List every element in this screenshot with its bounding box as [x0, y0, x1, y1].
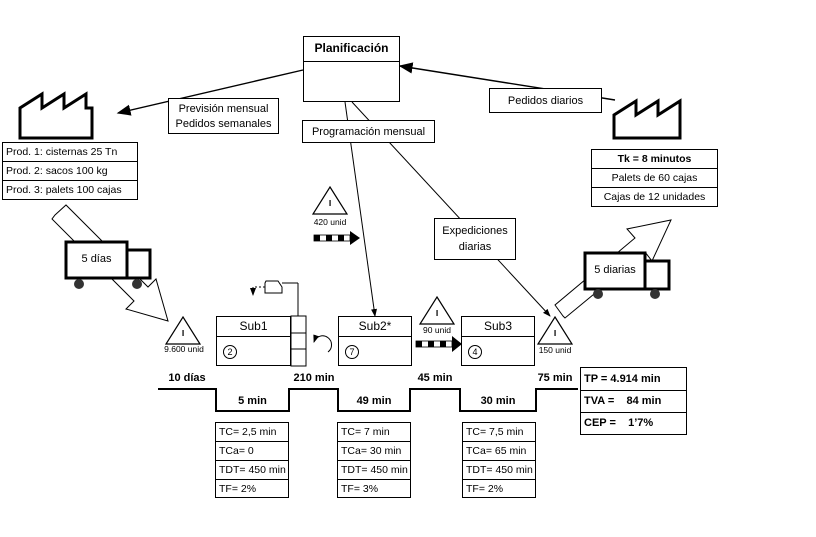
monthly-programming-label: Programación mensual — [311, 126, 426, 138]
daily-shipments-line1: Expediciones — [442, 225, 508, 237]
process-name: Sub1 — [217, 317, 290, 337]
monthly-programming-box: Programación mensual — [302, 120, 435, 143]
process-data-sub2: TC= 7 min TCa= 30 min TDT= 450 min TF= 3… — [337, 422, 411, 498]
operator-icon: 2 — [223, 345, 237, 359]
process-data-tdt: TDT= 450 min — [338, 461, 410, 480]
inventory-2-symbol: I — [328, 198, 332, 208]
timeline-process-time-1: 5 min — [238, 395, 267, 407]
customer-data-box: Tk = 8 minutos Palets de 60 cajas Cajas … — [591, 149, 718, 207]
process-data-tf: TF= 2% — [466, 483, 504, 495]
operator-icon: 4 — [468, 345, 482, 359]
forecast-message-line2: Pedidos semanales — [175, 118, 272, 130]
customer-truck-wheel — [593, 289, 603, 299]
customer-pallets: Palets de 60 cajas — [592, 169, 717, 188]
process-name: Sub2* — [339, 317, 411, 337]
process-data-tca: TCa= 30 min — [338, 442, 410, 461]
inventory-1-symbol: I — [181, 328, 185, 338]
timeline-wait-2: 210 min — [293, 372, 335, 384]
process-data-tdt: TDT= 450 min — [463, 461, 535, 480]
process-data-tc: TC= 7,5 min — [463, 423, 535, 442]
planning-title: Planificación — [304, 37, 399, 62]
summary-box: TP = 4.914 min TVA = 84 min CEP = 1’7% — [580, 367, 687, 435]
process-data-tf: TF= 2% — [219, 483, 257, 495]
customer-truck-cab — [643, 259, 671, 291]
daily-orders-label: Pedidos diarios — [507, 95, 584, 107]
customer-takt-time: Tk = 8 minutos — [592, 150, 717, 169]
timeline-process-time-2: 49 min — [356, 395, 392, 407]
inventory-3-symbol: I — [435, 308, 439, 318]
push-arrow-icon — [415, 336, 462, 352]
customer-factory-icon — [612, 98, 682, 140]
inventory-1-qty: 9.600 unid — [164, 344, 204, 354]
push-arrow-icon — [313, 231, 360, 245]
daily-orders-box: Pedidos diarios — [489, 88, 602, 113]
supplier-truck-cab — [125, 248, 152, 280]
supplier-factory-icon — [18, 91, 94, 140]
forecast-message-line1: Previsión mensual — [178, 103, 269, 115]
supplier-truck-wheel — [74, 279, 84, 289]
supplier-product-1: Prod. 1: cisternas 25 Tn — [3, 143, 137, 162]
supplier-data-box: Prod. 1: cisternas 25 Tn Prod. 2: sacos … — [2, 142, 138, 200]
process-data-sub1: TC= 2,5 min TCa= 0 TDT= 450 min TF= 2% — [215, 422, 289, 498]
withdrawal-arrow-icon — [313, 334, 332, 353]
customer-truck-body — [583, 251, 647, 291]
inventory-triangle-icon — [418, 295, 456, 325]
inventory-2-qty: 420 unid — [313, 217, 347, 227]
forecast-message-box: Previsión mensual Pedidos semanales — [168, 98, 279, 134]
timeline-wait-1: 10 días — [168, 372, 206, 384]
process-data-sub3: TC= 7,5 min TCa= 65 min TDT= 450 min TF=… — [462, 422, 536, 498]
operator-icon: 7 — [345, 345, 359, 359]
inventory-triangle-icon — [164, 315, 202, 345]
process-box-sub3: Sub3 4 — [461, 316, 535, 366]
customer-boxes: Cajas de 12 unidades — [603, 191, 706, 203]
process-data-tf: TF= 3% — [341, 483, 379, 495]
process-data-tdt: TDT= 450 min — [216, 461, 288, 480]
supplier-truck-label: 5 días — [81, 253, 112, 265]
customer-truck-label: 5 diarias — [594, 264, 636, 276]
inventory-triangle-icon — [536, 315, 574, 345]
inventory-4-symbol: I — [553, 328, 557, 338]
inventory-triangle-icon — [311, 185, 349, 215]
supplier-product-2: Prod. 2: sacos 100 kg — [3, 162, 137, 181]
process-box-sub1: Sub1 2 — [216, 316, 291, 366]
timeline-wait-3: 45 min — [417, 372, 453, 384]
timeline-process-time-3: 30 min — [480, 395, 516, 407]
summary-value-added-time: TVA = 84 min — [581, 391, 686, 413]
supplier-truck-wheel — [132, 279, 142, 289]
daily-shipments-line2: diarias — [458, 241, 492, 253]
planning-box: Planificación — [303, 36, 400, 102]
customer-truck-wheel — [650, 289, 660, 299]
inventory-3-qty: 90 unid — [423, 325, 451, 335]
timeline-wait-4: 75 min — [537, 372, 573, 384]
process-data-tca: TCa= 65 min — [463, 442, 535, 461]
info-arrow-to-supplier — [116, 69, 304, 116]
process-data-tc: TC= 2,5 min — [216, 423, 288, 442]
summary-cep: CEP = 1’7% — [584, 417, 654, 429]
process-data-tca: TCa= 0 — [216, 442, 288, 461]
daily-shipments-box: Expediciones diarias — [434, 218, 516, 260]
timeline-ladder — [158, 388, 578, 412]
process-data-tc: TC= 7 min — [338, 423, 410, 442]
kanban-post-icon — [264, 280, 283, 294]
process-box-sub2: Sub2* 7 — [338, 316, 412, 366]
inventory-4-qty: 150 unid — [538, 345, 572, 355]
process-name: Sub3 — [462, 317, 534, 337]
summary-total-time: TP = 4.914 min — [581, 368, 686, 391]
supermarket-shelf-icon — [290, 315, 307, 367]
supplier-product-3: Prod. 3: palets 100 cajas — [6, 184, 122, 196]
